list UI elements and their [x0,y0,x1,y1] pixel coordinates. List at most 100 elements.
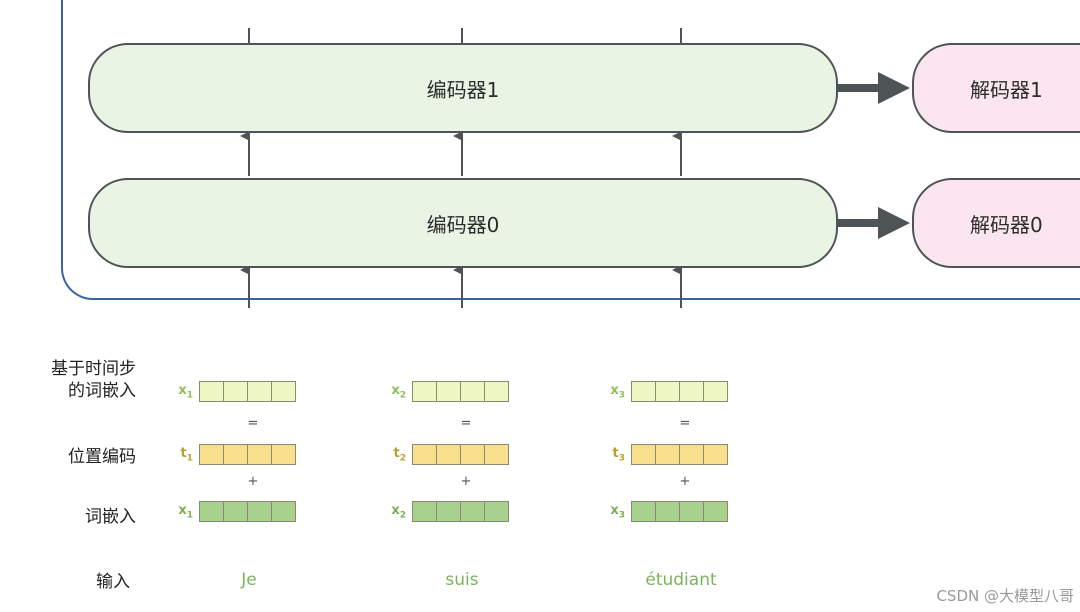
encoder-1-label: 编码器1 [426,77,500,102]
encoder-0-block: 编码器0 [88,178,838,268]
decoder-0-block: 解码器0 [912,178,1080,268]
input-word-2: suis [445,570,479,590]
vector-cell [248,445,272,464]
vector-cell [272,502,295,521]
vector-subscript: 3 [618,390,625,401]
vector-symbol: x [178,382,187,398]
vector-cell [224,502,248,521]
vector-cell [485,502,508,521]
plus-operator-2: + [460,474,472,489]
vector-cell [485,382,508,401]
encoder-1-block: 编码器1 [88,43,838,133]
vector-cell [704,445,727,464]
vector-cells [199,501,296,522]
vector-subscript: 3 [618,510,625,521]
vector-label-word-3: x3 [603,503,625,521]
vector-cell [200,445,224,464]
vector-symbol: t [612,445,619,461]
vector-word-2: x2 [384,501,509,522]
vector-pos-3: t3 [603,444,728,465]
vector-subscript: 1 [186,390,193,401]
vector-timestep-1: x1 [171,381,296,402]
vector-cells [631,501,728,522]
vector-subscript: 1 [186,510,193,521]
equals-operator-1: = [247,416,259,431]
vector-cell [632,502,656,521]
equals-operator-3: = [679,416,691,431]
vector-cell [413,445,437,464]
vector-cells [631,444,728,465]
vector-symbol: x [391,502,400,518]
row-label-timestep-embedding: 基于时间步 的词嵌入 [51,359,136,401]
vector-label-pos-3: t3 [603,446,625,464]
vector-symbol: x [178,502,187,518]
vector-pos-2: t2 [384,444,509,465]
vector-cell [437,502,461,521]
vector-cell [413,382,437,401]
vector-subscript: 2 [399,390,406,401]
vector-symbol: x [610,502,619,518]
encoder-0-label: 编码器0 [426,212,500,237]
vector-label-timestep-1: x1 [171,383,193,401]
vector-cell [224,382,248,401]
vector-subscript: 2 [399,453,406,464]
vector-cell [680,382,704,401]
equals-operator-2: = [460,416,472,431]
decoder-1-block: 解码器1 [912,43,1080,133]
vector-cell [656,445,680,464]
vector-subscript: 1 [186,453,193,464]
vector-cell [656,502,680,521]
vector-cell [461,502,485,521]
vector-cell [632,382,656,401]
vector-cell [656,382,680,401]
row-label-input: 输入 [96,572,130,592]
vector-timestep-2: x2 [384,381,509,402]
vector-cell [485,445,508,464]
vector-cells [412,381,509,402]
decoder-0-label: 解码器0 [970,212,1043,237]
vector-cell [632,445,656,464]
vector-cell [272,382,295,401]
vector-label-pos-2: t2 [384,446,406,464]
vector-cells [631,381,728,402]
encoder-to-decoder-arrowhead-1 [878,72,910,104]
watermark: CSDN @大模型八哥 [936,587,1074,605]
vector-symbol: t [393,445,400,461]
vector-label-word-1: x1 [171,503,193,521]
vector-cell [461,445,485,464]
vector-subscript: 3 [618,453,625,464]
vector-cell [248,502,272,521]
vector-cell [224,445,248,464]
vector-label-timestep-2: x2 [384,383,406,401]
row-label-word-embedding: 词嵌入 [85,507,136,527]
input-word-3: étudiant [645,570,717,590]
vector-cell [704,382,727,401]
vector-cells [412,444,509,465]
encoder-to-decoder-arrowhead-0 [878,207,910,239]
vector-cell [413,502,437,521]
vector-cell [680,445,704,464]
vector-cell [704,502,727,521]
vector-pos-1: t1 [171,444,296,465]
vector-timestep-3: x3 [603,381,728,402]
row-label-positional-encoding: 位置编码 [68,447,136,467]
vector-word-1: x1 [171,501,296,522]
vector-cell [200,382,224,401]
vector-label-word-2: x2 [384,503,406,521]
vector-cells [199,381,296,402]
vector-label-timestep-3: x3 [603,383,625,401]
vector-subscript: 2 [399,510,406,521]
vector-symbol: t [180,445,187,461]
plus-operator-1: + [247,474,259,489]
vector-cells [199,444,296,465]
plus-operator-3: + [679,474,691,489]
vector-cell [248,382,272,401]
input-word-1: Je [241,570,257,590]
vector-cell [680,502,704,521]
vector-label-pos-1: t1 [171,446,193,464]
vector-cell [461,382,485,401]
decoder-1-label: 解码器1 [970,77,1043,102]
vector-symbol: x [391,382,400,398]
